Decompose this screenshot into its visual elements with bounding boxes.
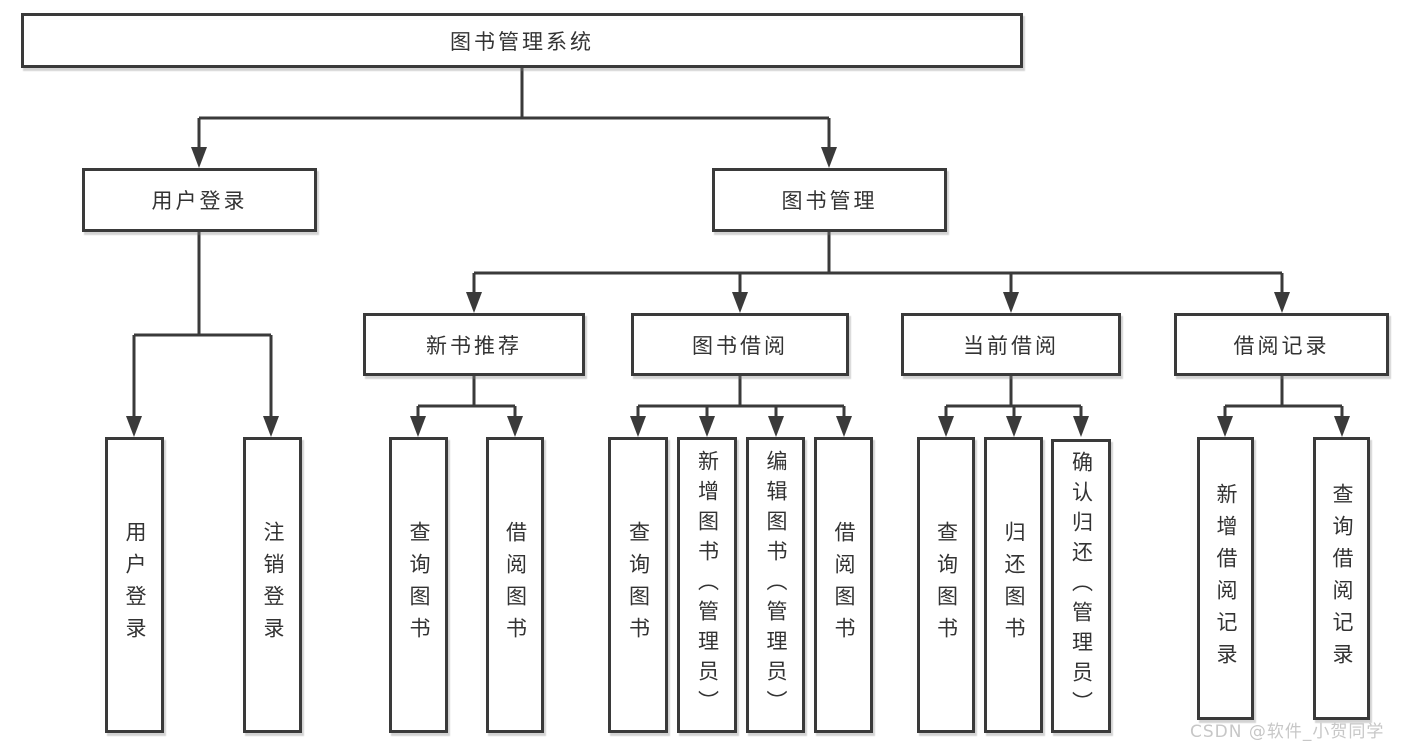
- leaf-cb-confirm-return-admin-label: 确认归还（管理员）: [1069, 451, 1094, 721]
- node-borrowing-records-label: 借阅记录: [1233, 333, 1330, 358]
- node-book-management-label: 图书管理: [781, 189, 878, 213]
- node-book-management: 图书管理: [712, 168, 947, 232]
- arrowheads: [126, 147, 1350, 437]
- leaf-nb-query-books-label: 查询图书: [407, 521, 431, 649]
- leaf-bb-query-books: 查询图书: [608, 437, 668, 733]
- watermark: CSDN @软件_小贺同学: [1190, 722, 1385, 742]
- leaf-bb-borrow-books: 借阅图书: [814, 437, 873, 733]
- leaf-bb-add-books-admin: 新增图书（管理员）: [677, 437, 737, 733]
- leaf-bb-borrow-books-label: 借阅图书: [832, 521, 856, 649]
- leaf-nb-query-books: 查询图书: [389, 437, 448, 733]
- node-user-login-label: 用户登录: [151, 189, 248, 213]
- leaf-user-login-label: 用户登录: [123, 521, 147, 649]
- leaf-logout-label: 注销登录: [261, 521, 285, 649]
- node-user-login: 用户登录: [82, 168, 317, 232]
- leaf-cb-return-books-label: 归还图书: [1002, 521, 1026, 649]
- node-book-borrowing: 图书借阅: [631, 313, 849, 376]
- leaf-br-add-record: 新增借阅记录: [1197, 437, 1254, 720]
- node-borrowing-records: 借阅记录: [1174, 313, 1389, 376]
- node-current-borrowing: 当前借阅: [901, 313, 1121, 376]
- leaf-logout: 注销登录: [243, 437, 302, 733]
- node-root: 图书管理系统: [21, 13, 1023, 68]
- leaf-br-add-record-label: 新增借阅记录: [1214, 482, 1238, 675]
- node-root-label: 图书管理系统: [450, 29, 594, 54]
- leaf-bb-query-books-label: 查询图书: [626, 521, 651, 649]
- leaf-cb-confirm-return-admin: 确认归还（管理员）: [1051, 439, 1111, 733]
- leaf-cb-query-books: 查询图书: [917, 437, 975, 733]
- leaf-nb-borrow-books-label: 借阅图书: [503, 521, 528, 649]
- leaf-bb-add-books-admin-label: 新增图书（管理员）: [695, 450, 720, 720]
- leaf-user-login: 用户登录: [105, 437, 164, 733]
- node-new-book-recommendation: 新书推荐: [363, 313, 585, 376]
- leaf-bb-edit-books-admin-label: 编辑图书（管理员）: [764, 450, 788, 720]
- tree-edges: [132, 68, 1344, 419]
- leaf-nb-borrow-books: 借阅图书: [486, 437, 544, 733]
- leaf-cb-return-books: 归还图书: [984, 437, 1043, 733]
- leaf-br-query-record: 查询借阅记录: [1313, 437, 1370, 720]
- leaf-bb-edit-books-admin: 编辑图书（管理员）: [746, 437, 805, 733]
- leaf-cb-query-books-label: 查询图书: [934, 521, 959, 649]
- node-new-book-recommendation-label: 新书推荐: [426, 333, 522, 358]
- leaf-br-query-record-label: 查询借阅记录: [1330, 482, 1354, 675]
- node-book-borrowing-label: 图书借阅: [692, 333, 788, 358]
- node-current-borrowing-label: 当前借阅: [963, 333, 1059, 358]
